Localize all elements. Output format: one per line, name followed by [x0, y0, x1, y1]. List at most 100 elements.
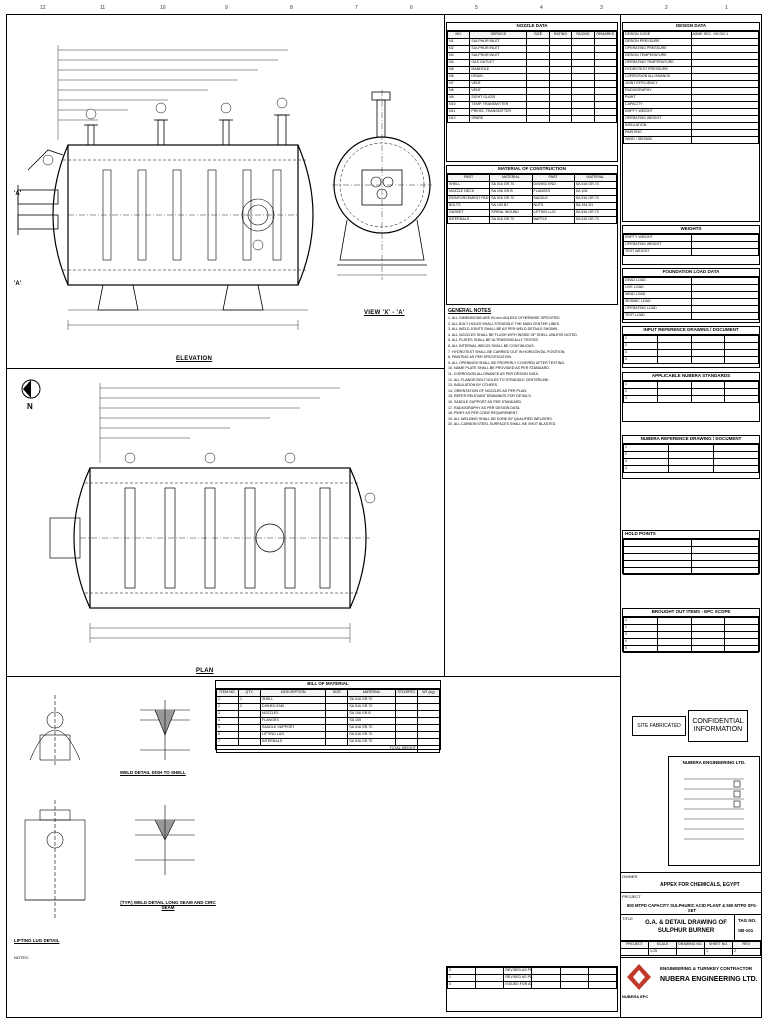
table-cell	[593, 114, 618, 123]
table-row: 3	[623, 630, 759, 639]
table-cell: SA 516 GR.70	[573, 194, 618, 203]
table-row: 3	[623, 394, 759, 403]
table-cell	[526, 44, 550, 53]
table-cell	[548, 114, 573, 123]
table-cell: RADIOGRAPHY	[623, 86, 692, 95]
note-line: 13. INSULATION BY OTHERS.	[448, 383, 498, 388]
table-cell: TEMP. TRANSMITTER	[469, 100, 528, 109]
note-line: 9. ALL OPENINGS SHALL BE PROPERLY COVERE…	[448, 360, 566, 365]
note-line: 8. PAINTING AS PER SPECIFICATION.	[448, 355, 512, 360]
table-cell	[548, 65, 573, 74]
drawing-frame	[6, 14, 762, 1018]
table-row: OPERATING WEIGHT	[623, 240, 759, 249]
table-cell	[690, 559, 759, 568]
note-line: 1. ALL DIMENSIONS ARE IN mm UNLESS OTHER…	[448, 316, 561, 320]
table-cell	[724, 341, 759, 350]
divider-right-v	[620, 14, 621, 1018]
table-cell: ASME SEC. VIII DIV.1	[690, 30, 759, 39]
title-divider	[620, 872, 762, 873]
table-cell	[548, 107, 573, 116]
table-cell	[724, 334, 759, 343]
table-cell	[394, 716, 418, 725]
table-cell	[526, 86, 550, 95]
table-row	[623, 559, 759, 568]
table-cell	[526, 93, 550, 102]
table-cell: EMPTY WEIGHT	[623, 107, 692, 116]
note-line: 11. CORROSION ALLOWANCE AS PER DESIGN DA…	[448, 371, 539, 376]
table-row: 3	[623, 457, 759, 466]
table-cell: 2	[623, 623, 658, 632]
note-line: 20. ALL CARBON STEEL SURFACES SHALL BE S…	[448, 422, 557, 427]
table-cell	[571, 93, 595, 102]
note-line: 12. ALL FLANGE BOLT HOLES TO STRADDLE CE…	[448, 377, 550, 382]
hold-points-table: HOLD POINTS	[622, 530, 760, 575]
company-name: NUBERA ENGINEERING LTD.	[682, 760, 746, 765]
table-cell: LIVE LOAD	[623, 283, 692, 292]
table-cell	[690, 37, 759, 46]
table-cell: N1	[446, 37, 471, 46]
table-cell	[526, 107, 550, 116]
table-cell	[690, 355, 726, 364]
table-cell	[690, 114, 759, 123]
table-cell	[394, 737, 418, 746]
table-cell	[587, 967, 618, 975]
table-cell	[593, 58, 618, 67]
table-cell: SA 516 GR.70	[489, 194, 533, 203]
table-cell	[724, 623, 759, 632]
table-cell	[690, 240, 759, 249]
table-row: DESIGN PRESSURE	[623, 37, 759, 46]
table-cell: NUTS	[531, 201, 575, 210]
table-cell	[656, 616, 692, 625]
material-header: PART	[446, 173, 491, 182]
ruler-mark: 5	[475, 5, 478, 11]
table-cell	[690, 348, 726, 357]
table-cell	[690, 616, 726, 625]
table-cell	[690, 545, 759, 554]
table-cell: SADDLE SUPPORT	[259, 723, 327, 732]
table-cell: 0	[446, 981, 477, 989]
table-cell: SULPHUR INLET	[469, 51, 528, 60]
table-cell	[690, 297, 759, 306]
table-cell	[325, 730, 349, 739]
table-row	[623, 566, 759, 575]
table-cell	[690, 334, 726, 343]
note-line: 15. REFER RELEVANT DRAWINGS FOR DETAILS.	[448, 394, 532, 399]
table-cell: 1	[623, 443, 669, 452]
table-cell: INTERNALS	[446, 215, 491, 224]
table-cell	[724, 644, 759, 653]
table-cell	[690, 233, 759, 242]
table-cell: 3	[623, 348, 658, 357]
table-cell: 1	[623, 334, 658, 343]
table-cell	[559, 981, 589, 989]
nozzle-title: NOZZLE DATA	[447, 23, 617, 31]
note-line: 2. ALL BOLT HOLES SHALL STRADDLE THE MAI…	[448, 321, 560, 326]
table-cell: LIFTING LUG	[531, 208, 575, 217]
table-cell: SA 516 GR.70	[489, 180, 533, 189]
table-cell	[571, 37, 595, 46]
table-cell	[593, 51, 618, 60]
table-cell: 1	[237, 695, 261, 704]
design-title: DESIGN DATA	[623, 23, 759, 31]
tag-number: SB-101	[738, 928, 754, 933]
table-cell: SA 516 GR.70	[573, 215, 618, 224]
table-row: 3	[623, 348, 759, 357]
table-cell: OPERATING LOAD	[623, 304, 692, 313]
table-cell: CAPACITY	[623, 100, 692, 109]
table-cell	[690, 107, 759, 116]
general-notes: 1. ALL DIMENSIONS ARE IN mm UNLESS OTHER…	[448, 316, 618, 456]
table-row: 5	[623, 644, 759, 653]
table-cell	[724, 630, 759, 639]
table-cell	[475, 981, 505, 989]
note-line: 19. ALL WELDING SHALL BE DONE BY QUALIFI…	[448, 416, 553, 421]
table-cell	[416, 702, 441, 711]
table-cell: REINFORCEMENT PAD	[446, 194, 491, 203]
table-cell	[623, 538, 692, 547]
